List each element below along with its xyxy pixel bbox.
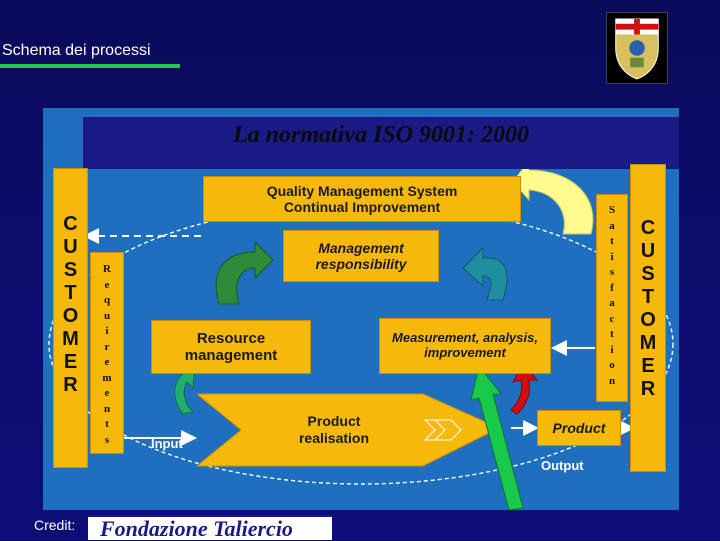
- measurement-to-management-arrow: [462, 246, 508, 301]
- product-box: Product: [537, 410, 621, 446]
- header-band: [83, 117, 679, 169]
- university-crest-icon: [606, 12, 668, 84]
- green-highlight-arrow: [470, 364, 524, 510]
- management-to-resource-arrow: [215, 240, 274, 305]
- credit-source: Fondazione Taliercio: [88, 515, 332, 540]
- qms-curve-arrow: [512, 158, 594, 235]
- process-loop-ellipse: [48, 203, 674, 485]
- product-realisation-label: Product realisation: [298, 413, 370, 446]
- diagram-heading: La normativa ISO 9001: 2000: [232, 122, 529, 148]
- product-realisation-arrow: [195, 393, 501, 467]
- title-underline: [0, 64, 180, 68]
- flow-chevron: [433, 419, 462, 441]
- resource-to-realisation-arrow: [171, 365, 196, 415]
- output-label: Output: [541, 458, 584, 473]
- credit-label: Credit:: [34, 517, 76, 533]
- measurement-analysis-box: Measurement, analysis,improvement: [379, 318, 551, 374]
- input-label: Input: [151, 436, 183, 451]
- slide-title: Schema dei processi: [2, 42, 151, 59]
